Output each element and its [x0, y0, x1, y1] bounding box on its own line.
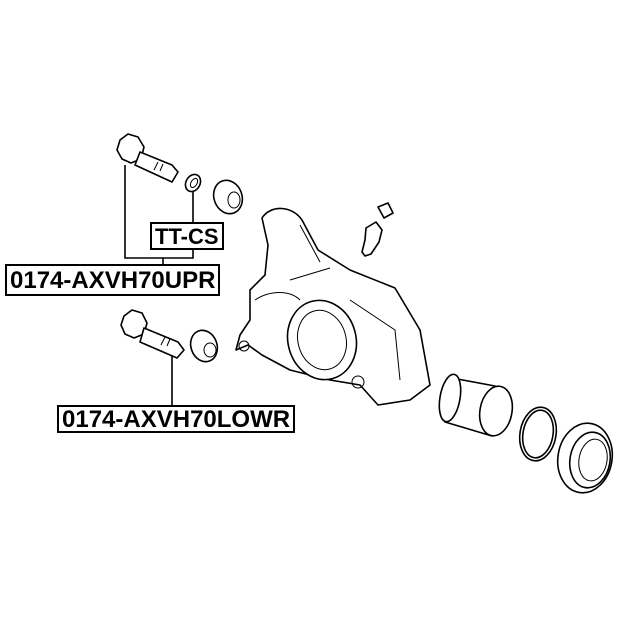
small-o-ring [184, 173, 202, 193]
caliper-body [235, 207, 431, 406]
upper-boot [212, 179, 244, 215]
dust-boot [556, 422, 614, 494]
label-tt-cs[interactable]: TT-CS [150, 222, 224, 250]
piston-seal [518, 406, 558, 462]
lower-slide-pin [120, 309, 185, 359]
piston [438, 373, 514, 437]
bleeder-screw [361, 202, 394, 257]
lower-boot [189, 329, 219, 363]
upper-slide-pin [116, 133, 179, 183]
label-lower-pin[interactable]: 0174-AXVH70LOWR [57, 405, 296, 433]
label-upper-pin[interactable]: 0174-AXVH70UPR [5, 264, 221, 296]
